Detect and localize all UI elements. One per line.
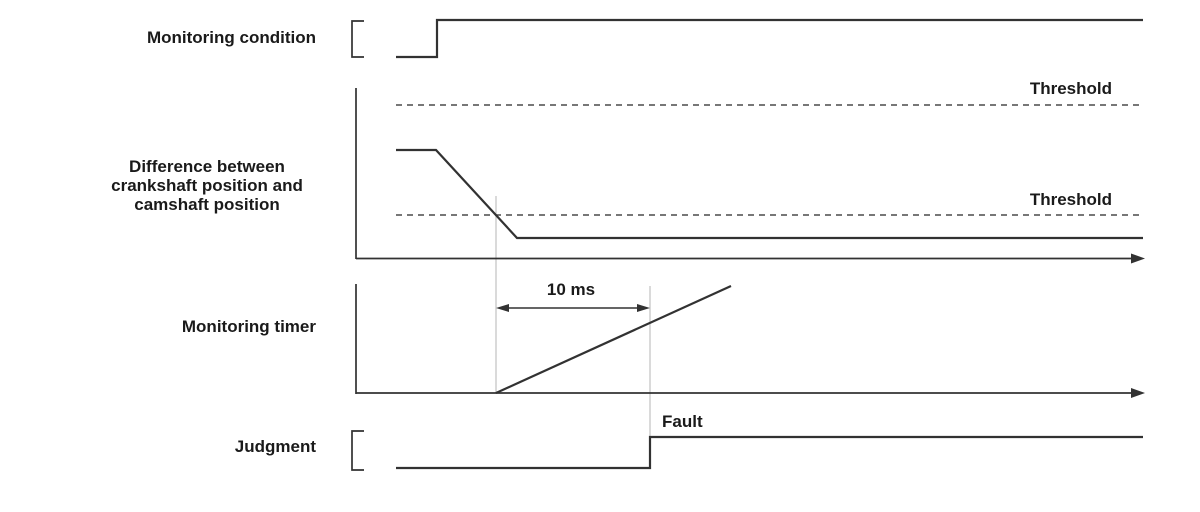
judgment-signal [396,435,1143,470]
monitoring-timer-label: Monitoring timer [182,317,316,336]
monitoring-condition-label: Monitoring condition [147,28,316,47]
difference-x-axis-arrow [1131,253,1145,264]
duration-arrow-left-head [496,304,509,312]
fault-label: Fault [662,412,703,431]
difference-label-line1: Difference between [129,157,285,176]
timer-duration-label: 10 ms [547,280,595,299]
difference-label-line3: camshaft position [134,195,279,214]
lower-threshold-label: Threshold [1030,190,1112,209]
duration-arrow-right-head [637,304,650,312]
timer-ramp-signal [495,284,732,395]
judgment-bracket [351,430,364,471]
upper-threshold-label: Threshold [1030,79,1112,98]
monitoring-condition-bracket [351,20,364,58]
difference-signal [396,148,1143,240]
judgment-label: Judgment [235,437,317,456]
difference-label-line2: crankshaft position and [111,176,303,195]
monitoring-condition-signal [396,18,1143,59]
timer-x-axis-arrow [1131,388,1145,398]
